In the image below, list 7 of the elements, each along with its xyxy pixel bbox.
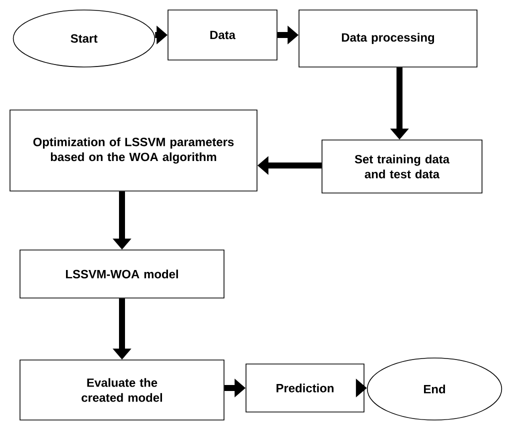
process-box: Prediction [246, 364, 364, 412]
process-box: Set training data and test data [322, 140, 482, 194]
process-box: LSSVM-WOA model [20, 250, 224, 298]
process-box: Data [168, 10, 278, 60]
process-box: Evaluate the created model [20, 360, 224, 420]
process-box: Data processing [298, 10, 478, 68]
process-box: Optimization of LSSVM parameters based on the WOA algorithm [10, 110, 258, 192]
